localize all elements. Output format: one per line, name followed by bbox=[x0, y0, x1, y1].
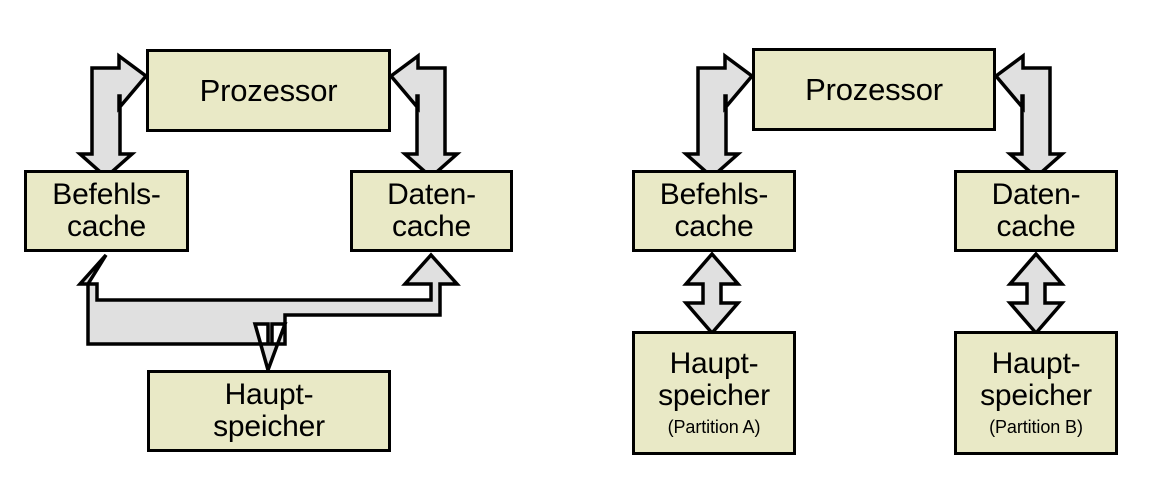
right-instruction-cache-box[interactable]: Befehls- cache bbox=[632, 170, 796, 252]
left-instruction-cache-box[interactable]: Befehls- cache bbox=[24, 170, 189, 252]
arrow-right-instruction-cache-memory-a bbox=[682, 251, 742, 336]
right-main-memory-b-box[interactable]: Haupt- speicher (Partition B) bbox=[954, 331, 1118, 455]
right-processor-box[interactable]: Prozessor bbox=[752, 48, 996, 131]
left-instruction-cache-label: Befehls- cache bbox=[52, 177, 161, 243]
arrow-left-cache-memory-bus bbox=[76, 252, 461, 376]
left-data-cache-box[interactable]: Daten- cache bbox=[350, 170, 513, 252]
right-data-cache-box[interactable]: Daten- cache bbox=[954, 170, 1118, 252]
right-main-memory-b-partition-label: (Partition B) bbox=[989, 417, 1083, 438]
arrow-left-processor-data-cache bbox=[388, 52, 462, 180]
arrow-right-processor-instruction-cache bbox=[681, 52, 755, 180]
left-main-memory-label: Haupt- speicher bbox=[213, 377, 325, 443]
right-instruction-cache-label: Befehls- cache bbox=[659, 177, 769, 243]
arrow-left-processor-instruction-cache bbox=[75, 52, 149, 180]
left-data-cache-label: Daten- cache bbox=[387, 177, 476, 243]
arrow-right-processor-data-cache bbox=[993, 52, 1067, 180]
right-main-memory-b-label: Haupt- speicher bbox=[980, 347, 1092, 413]
left-processor-box[interactable]: Prozessor bbox=[146, 49, 391, 132]
right-main-memory-a-partition-label: (Partition A) bbox=[667, 417, 761, 438]
left-processor-label: Prozessor bbox=[199, 72, 338, 108]
arrow-right-data-cache-memory-b bbox=[1006, 251, 1066, 336]
right-main-memory-a-box[interactable]: Haupt- speicher (Partition A) bbox=[632, 331, 796, 455]
right-processor-label: Prozessor bbox=[805, 71, 943, 107]
right-data-cache-label: Daten- cache bbox=[991, 177, 1081, 243]
right-main-memory-a-label: Haupt- speicher bbox=[658, 347, 770, 413]
left-main-memory-box[interactable]: Haupt- speicher bbox=[147, 370, 391, 452]
